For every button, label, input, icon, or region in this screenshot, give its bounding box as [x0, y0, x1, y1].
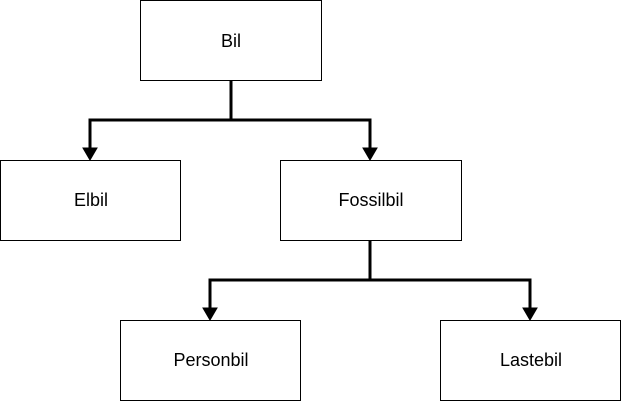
arrowhead-personbil	[202, 307, 218, 321]
node-lastebil: Lastebil	[440, 320, 621, 401]
node-fossilbil-label: Fossilbil	[338, 190, 403, 210]
node-fossilbil: Fossilbil	[280, 160, 462, 241]
arrowhead-fossilbil	[362, 147, 378, 161]
arrowhead-lastebil	[522, 307, 538, 321]
node-bil-label: Bil	[221, 31, 241, 51]
node-elbil-box	[0, 160, 181, 241]
node-bil: Bil	[140, 0, 322, 81]
node-lastebil-box	[440, 320, 621, 401]
node-elbil: Elbil	[0, 160, 181, 241]
node-elbil-label: Elbil	[74, 190, 108, 210]
connector-bil-to-elbil	[88, 80, 233, 150]
node-fossilbil-box	[280, 160, 462, 241]
connector-fossilbil-to-lastebil	[370, 278, 532, 310]
connector-fossilbil-to-personbil	[208, 240, 372, 310]
connector-bil-to-fossilbil	[231, 118, 372, 150]
node-bil-box	[140, 0, 322, 81]
node-lastebil-label: Lastebil	[500, 350, 562, 370]
node-personbil-label: Personbil	[173, 350, 248, 370]
node-personbil: Personbil	[120, 320, 301, 401]
arrowhead-elbil	[82, 147, 98, 161]
node-personbil-box	[120, 320, 301, 401]
